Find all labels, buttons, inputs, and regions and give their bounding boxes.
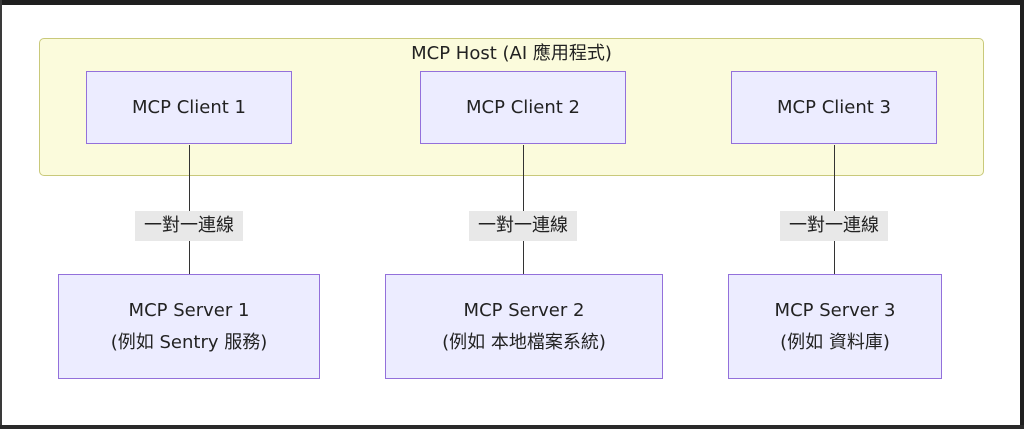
window-top-border [0, 0, 1024, 5]
mcp-server-3-node[interactable]: MCP Server 3 (例如 資料庫) [728, 274, 942, 379]
mcp-host-title: MCP Host (AI 應用程式) [411, 43, 612, 64]
window-right-border [1020, 0, 1024, 429]
connector-line-2 [523, 145, 524, 275]
mcp-server-1-name: MCP Server 1 [128, 299, 250, 321]
mcp-client-1-label: MCP Client 1 [132, 96, 246, 118]
edge-label-1: 一對一連線 [135, 211, 243, 241]
mcp-client-2-label: MCP Client 2 [466, 96, 580, 118]
connector-line-1 [189, 145, 190, 275]
mcp-server-2-example: (例如 本地檔案系統) [442, 331, 606, 353]
mcp-server-2-node[interactable]: MCP Server 2 (例如 本地檔案系統) [385, 274, 663, 379]
mcp-server-3-name: MCP Server 3 [774, 299, 896, 321]
mcp-client-2-node[interactable]: MCP Client 2 [420, 71, 626, 144]
window-bottom-border [0, 425, 1024, 429]
edge-label-2: 一對一連線 [469, 211, 577, 241]
mcp-server-1-example: (例如 Sentry 服務) [110, 331, 268, 353]
mcp-server-2-name: MCP Server 2 [463, 299, 585, 321]
mcp-client-3-node[interactable]: MCP Client 3 [731, 71, 937, 144]
mcp-server-3-example: (例如 資料庫) [780, 331, 890, 353]
mcp-server-1-node[interactable]: MCP Server 1 (例如 Sentry 服務) [58, 274, 320, 379]
edge-label-3: 一對一連線 [780, 211, 888, 241]
window-left-border [0, 0, 2, 429]
connector-line-3 [834, 145, 835, 275]
mcp-client-3-label: MCP Client 3 [777, 96, 891, 118]
mcp-client-1-node[interactable]: MCP Client 1 [86, 71, 292, 144]
